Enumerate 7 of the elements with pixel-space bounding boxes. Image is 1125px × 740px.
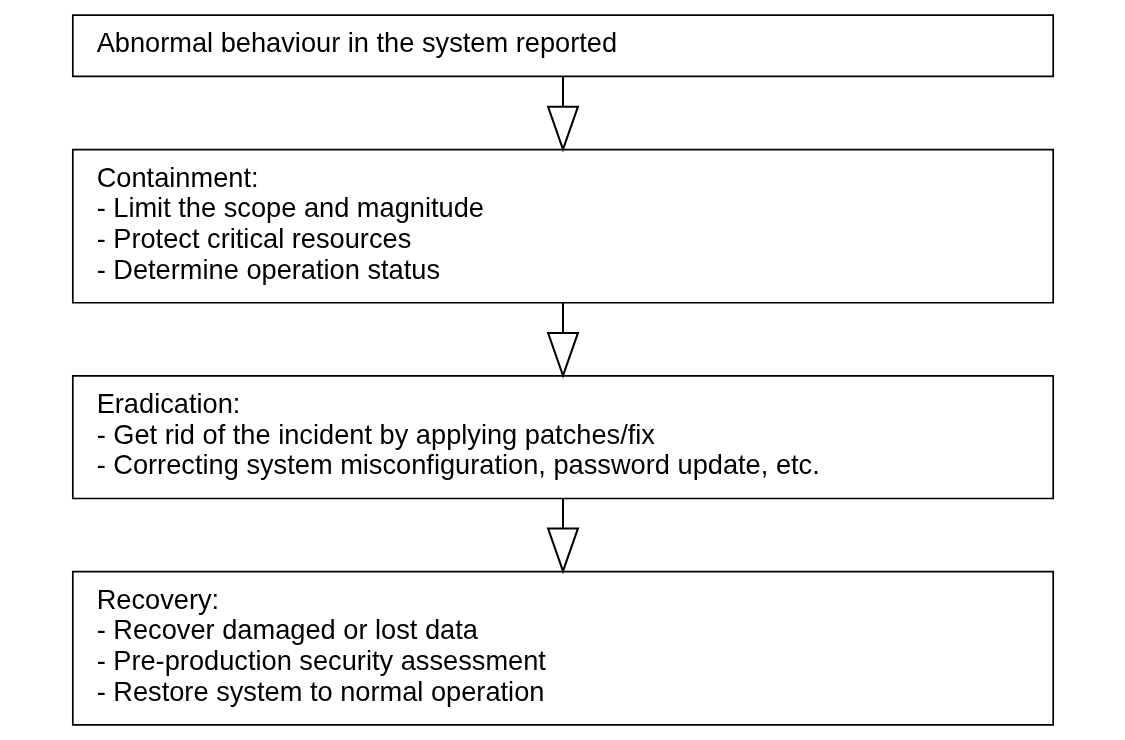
arrow	[546, 499, 579, 575]
node-box: Containment: - Limit the scope and magnitude - Protect critical resources - Determine operation status	[71, 148, 1054, 304]
node-box: Abnormal behaviour in the system reported	[71, 14, 1054, 78]
node-box: Recovery: - Recover damaged or lost data - Pre-production security assessment - Restore system to normal operation	[71, 570, 1054, 726]
arrow	[546, 302, 579, 379]
arrow	[546, 76, 579, 153]
node-box: Eradication: - Get rid of the incident by applying patches/fix - Correcting system misconfiguration, password update, etc.	[71, 375, 1054, 500]
